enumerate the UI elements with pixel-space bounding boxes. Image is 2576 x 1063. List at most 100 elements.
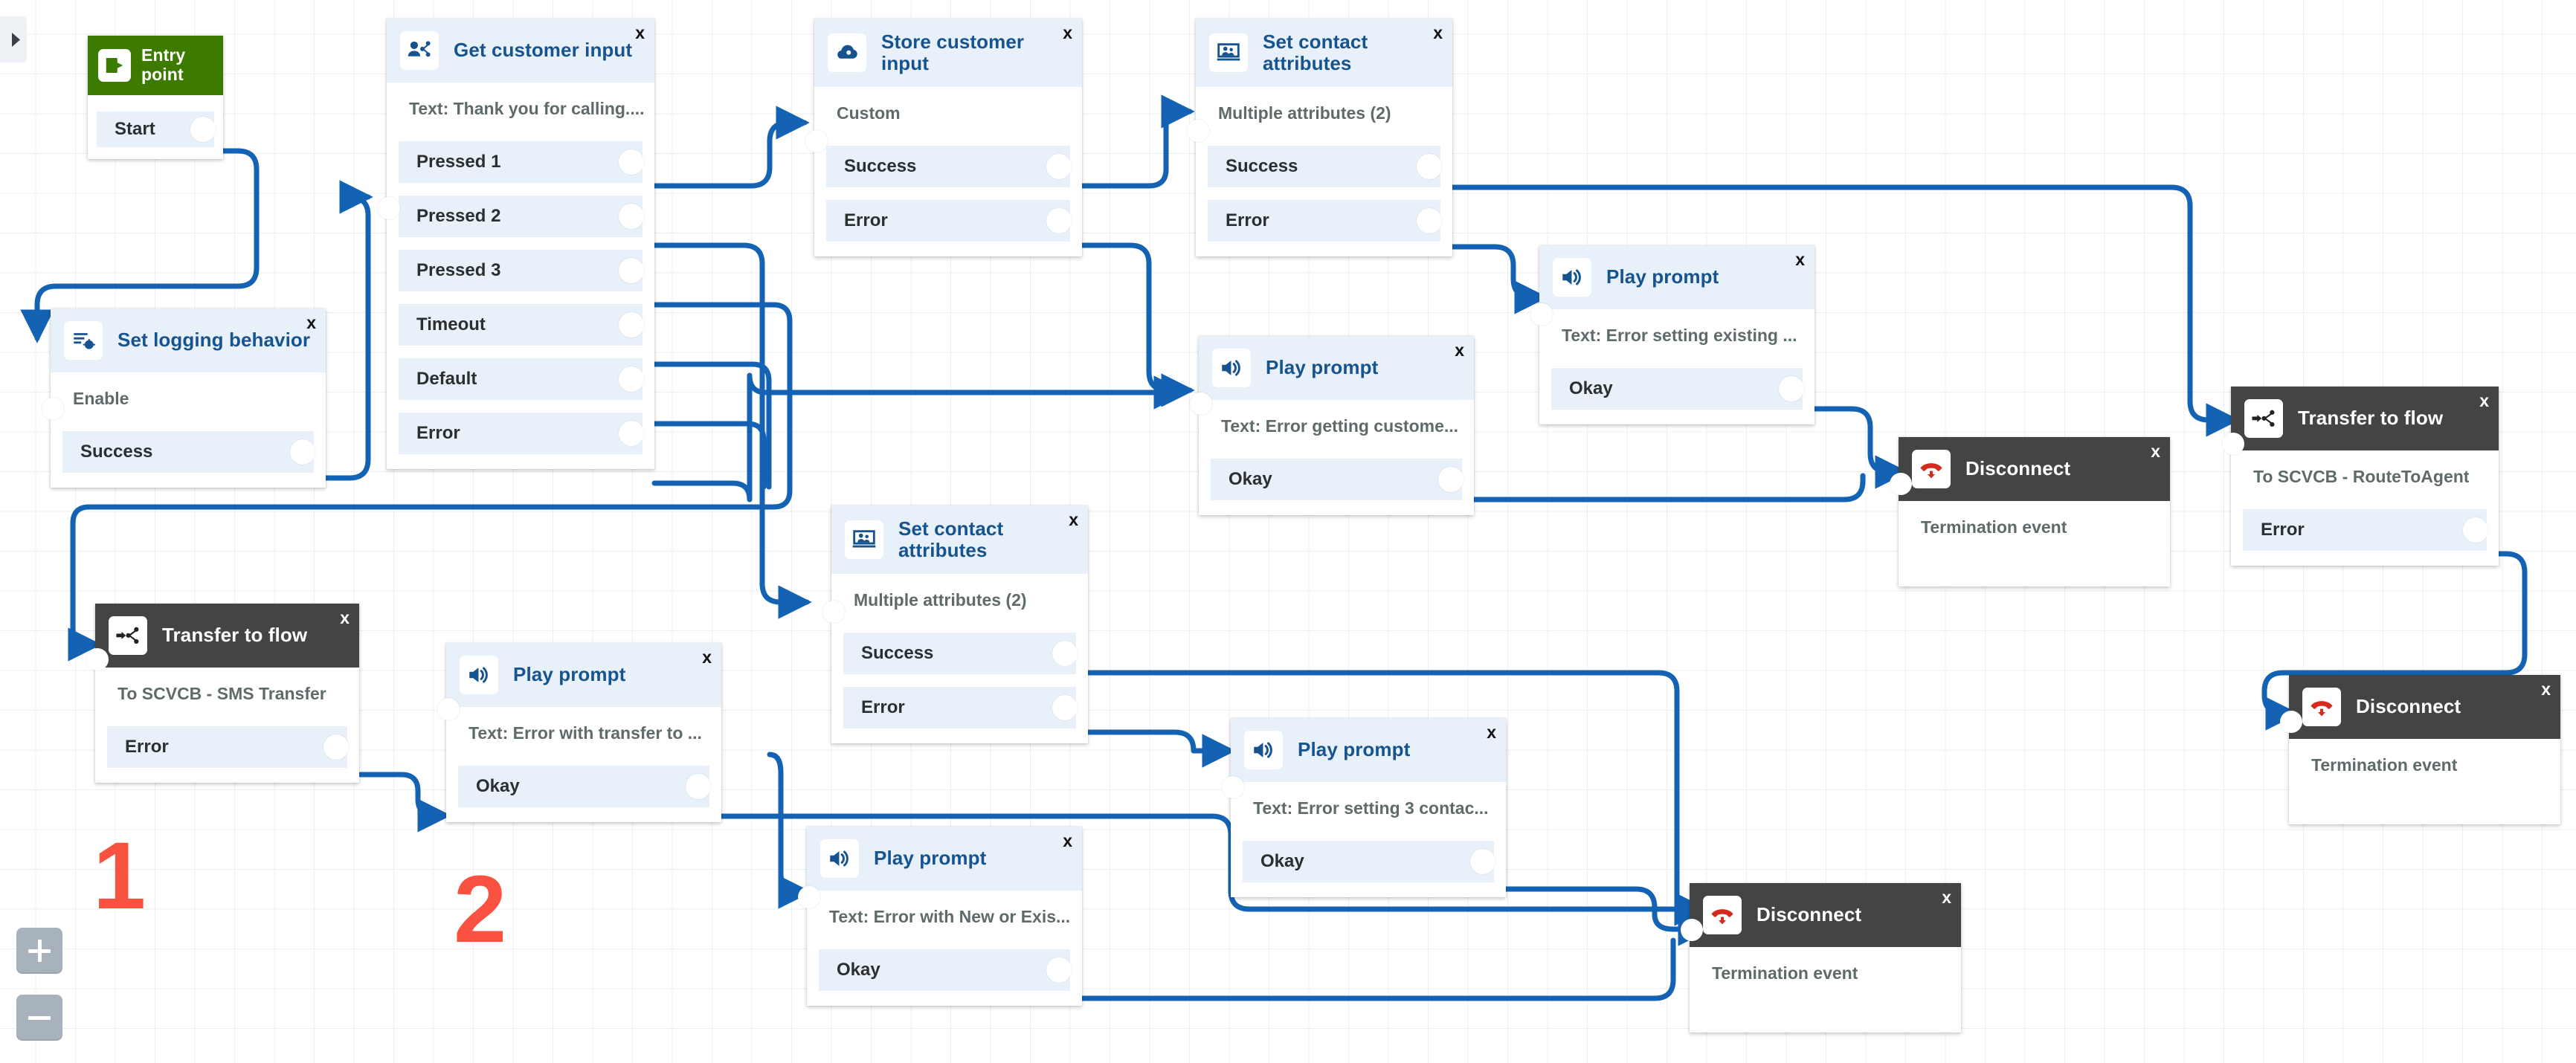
port-pressed-2[interactable]: Pressed 2 <box>399 196 644 237</box>
port-connector-dot[interactable] <box>1052 695 1078 721</box>
node-disconnect-right[interactable]: Disconnect x Termination event <box>2280 675 2560 824</box>
close-icon[interactable]: x <box>340 608 350 627</box>
node-header: Set contact attributes x <box>1196 19 1452 88</box>
port-connector-dot[interactable] <box>1052 641 1078 667</box>
node-input-connector[interactable] <box>805 130 828 152</box>
port-error[interactable]: Error <box>399 413 644 454</box>
node-disconnect-top-right[interactable]: Disconnect x Termination event <box>1890 437 2170 587</box>
port-connector-dot[interactable] <box>2463 517 2488 543</box>
port-connector-dot[interactable] <box>1470 849 1495 874</box>
port-okay[interactable]: Okay <box>819 949 1072 991</box>
node-play-prompt-error-new-or-existing[interactable]: Play prompt x Text: Error with New or Ex… <box>798 827 1082 1006</box>
close-icon[interactable]: x <box>2479 391 2489 410</box>
close-icon[interactable]: x <box>635 23 645 42</box>
port-connector-dot[interactable] <box>686 774 711 799</box>
port-error[interactable]: Error <box>107 726 349 768</box>
node-disconnect-bottom[interactable]: Disconnect x Termination event <box>1681 883 1961 1033</box>
port-connector-dot[interactable] <box>1046 208 1072 234</box>
node-input-connector[interactable] <box>2280 711 2302 733</box>
port-okay[interactable]: Okay <box>1551 368 1804 410</box>
port-pressed-3[interactable]: Pressed 3 <box>399 250 644 291</box>
node-subtitle: Text: Error with transfer to ... <box>468 723 702 743</box>
node-input-connector[interactable] <box>822 601 845 623</box>
node-set-contact-attributes-mid[interactable]: Set contact attributes x Multiple attrib… <box>822 505 1088 744</box>
node-input-connector[interactable] <box>1681 919 1703 941</box>
port-connector-dot[interactable] <box>1779 376 1804 401</box>
node-input-connector[interactable] <box>1890 473 1912 495</box>
node-input-connector[interactable] <box>1222 776 1244 798</box>
zoom-in-button[interactable] <box>16 928 62 974</box>
node-header: Entry point <box>88 36 223 95</box>
port-start[interactable]: Start <box>97 111 216 147</box>
node-play-prompt-error-getting-customer[interactable]: Play prompt x Text: Error getting custom… <box>1190 336 1474 515</box>
node-ports: Error <box>2231 509 2499 551</box>
port-timeout[interactable]: Timeout <box>399 304 644 346</box>
close-icon[interactable]: x <box>702 647 712 667</box>
close-icon[interactable]: x <box>306 313 316 332</box>
port-connector-dot[interactable] <box>619 312 644 337</box>
zoom-out-button[interactable] <box>16 995 62 1041</box>
node-input-connector[interactable] <box>2222 433 2244 455</box>
node-get-customer-input[interactable]: Get customer input x Text: Thank you for… <box>378 19 654 469</box>
node-body: Success <box>51 431 326 488</box>
port-connector-dot[interactable] <box>619 149 644 175</box>
port-error[interactable]: Error <box>843 687 1078 729</box>
port-error[interactable]: Error <box>826 200 1072 242</box>
port-success[interactable]: Success <box>1208 146 1442 188</box>
node-input-connector[interactable] <box>378 197 400 219</box>
port-okay[interactable]: Okay <box>458 766 711 807</box>
port-connector-dot[interactable] <box>1417 208 1442 234</box>
port-connector-dot[interactable] <box>1046 957 1072 983</box>
port-success[interactable]: Success <box>826 146 1072 188</box>
node-input-connector[interactable] <box>1190 392 1212 415</box>
node-play-prompt-error-transfer[interactable]: Play prompt x Text: Error with transfer … <box>437 643 721 822</box>
port-error[interactable]: Error <box>1208 200 1442 242</box>
node-input-connector[interactable] <box>1187 120 1209 142</box>
node-store-customer-input[interactable]: Store customer input x Custom Success Er… <box>805 19 1082 257</box>
close-icon[interactable]: x <box>1942 888 1951 907</box>
port-connector-dot[interactable] <box>323 734 349 760</box>
port-success[interactable]: Success <box>843 633 1078 675</box>
port-error[interactable]: Error <box>2243 509 2488 551</box>
node-subtitle: Termination event <box>1712 963 1858 983</box>
node-set-logging-behavior[interactable]: Set logging behavior x Enable Success <box>42 308 326 488</box>
port-default[interactable]: Default <box>399 358 644 400</box>
close-icon[interactable]: x <box>1063 831 1072 850</box>
port-okay[interactable]: Okay <box>1211 459 1464 500</box>
port-connector-dot[interactable] <box>1046 154 1072 180</box>
port-connector-dot[interactable] <box>1417 154 1442 180</box>
close-icon[interactable]: x <box>1069 510 1078 529</box>
node-transfer-to-flow-route-to-agent[interactable]: Transfer to flow x To SCVCB - RouteToAge… <box>2222 387 2499 566</box>
panel-expand-toggle[interactable] <box>0 16 27 62</box>
port-connector-dot[interactable] <box>619 258 644 283</box>
node-input-connector[interactable] <box>437 698 460 720</box>
port-connector-dot[interactable] <box>190 116 216 142</box>
close-icon[interactable]: x <box>1487 723 1496 742</box>
close-icon[interactable]: x <box>2151 442 2160 461</box>
node-transfer-to-flow-sms[interactable]: Transfer to flow x To SCVCB - SMS Transf… <box>86 604 359 783</box>
port-connector-dot[interactable] <box>1438 467 1464 492</box>
node-input-connector[interactable] <box>42 398 64 420</box>
port-pressed-1[interactable]: Pressed 1 <box>399 141 644 183</box>
port-label: Error <box>844 210 888 231</box>
close-icon[interactable]: x <box>1433 23 1443 42</box>
node-play-prompt-error-setting-existing[interactable]: Play prompt x Text: Error setting existi… <box>1530 245 1815 424</box>
port-connector-dot[interactable] <box>619 204 644 229</box>
port-connector-dot[interactable] <box>619 421 644 446</box>
port-success[interactable]: Success <box>62 431 315 473</box>
port-okay[interactable]: Okay <box>1243 841 1495 882</box>
port-connector-dot[interactable] <box>290 439 315 465</box>
node-entry-point[interactable]: Entry point Start <box>88 36 223 159</box>
node-input-connector[interactable] <box>1530 303 1553 326</box>
node-input-connector[interactable] <box>86 648 109 671</box>
close-icon[interactable]: x <box>1795 250 1805 269</box>
close-icon[interactable]: x <box>1455 340 1464 360</box>
node-input-connector[interactable] <box>798 886 820 908</box>
node-set-contact-attributes-top[interactable]: Set contact attributes x Multiple attrib… <box>1187 19 1452 257</box>
close-icon[interactable]: x <box>2541 679 2551 699</box>
close-icon[interactable]: x <box>1063 23 1072 42</box>
port-connector-dot[interactable] <box>619 366 644 392</box>
get-customer-input-icon <box>400 31 439 70</box>
node-play-prompt-error-setting-3-contact[interactable]: Play prompt x Text: Error setting 3 cont… <box>1222 718 1506 897</box>
